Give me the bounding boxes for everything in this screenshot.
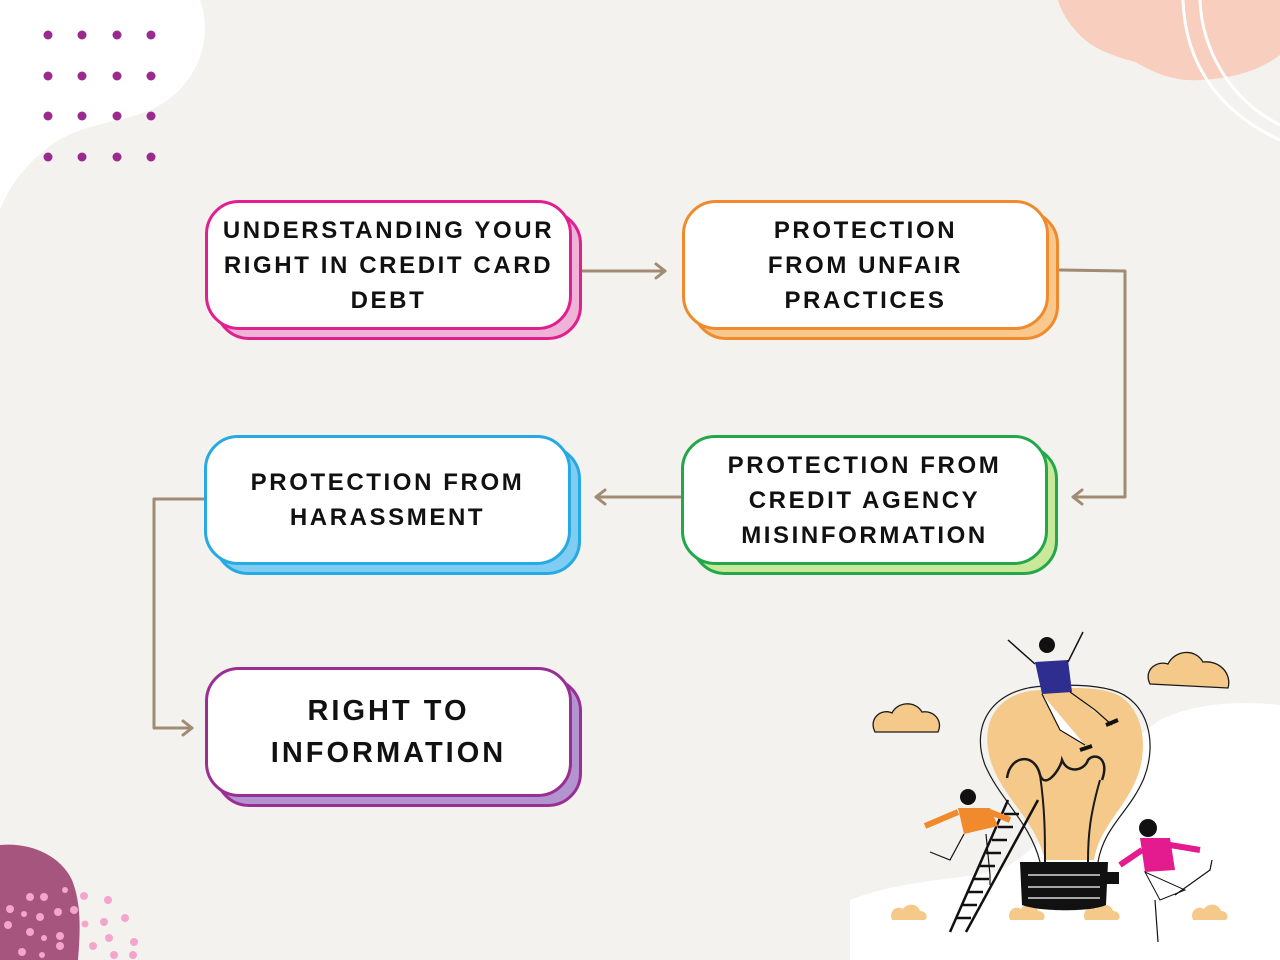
node-label: PROTECTION FROM UNFAIR PRACTICES xyxy=(767,216,964,314)
top-right-arc-2 xyxy=(1198,0,1280,127)
person-pink-shirt xyxy=(1105,819,1213,943)
person-blue-shirt xyxy=(1007,631,1119,752)
small-cloud-icon xyxy=(891,904,1228,920)
arrow-n3-to-n4 xyxy=(594,488,682,506)
node-label: RIGHT TO INFORMATION xyxy=(270,695,507,769)
node-right-to-information: RIGHT TO INFORMATION xyxy=(205,667,582,807)
node-face: PROTECTION FROM CREDIT AGENCY MISINFORMA… xyxy=(681,435,1048,565)
arrow-n4-to-n5 xyxy=(152,497,205,737)
node-understanding-rights: UNDERSTANDING YOUR RIGHT IN CREDIT CARD … xyxy=(205,200,582,340)
node-label: PROTECTION FROM CREDIT AGENCY MISINFORMA… xyxy=(727,451,1002,549)
node-label: PROTECTION FROM HARASSMENT xyxy=(250,469,525,531)
node-unfair-practices: PROTECTION FROM UNFAIR PRACTICES xyxy=(682,200,1059,340)
person-orange-shirt xyxy=(923,789,1012,885)
node-label: UNDERSTANDING YOUR RIGHT IN CREDIT CARD … xyxy=(222,216,555,314)
cloud-icon xyxy=(1147,651,1230,689)
cloud-icon xyxy=(872,703,941,733)
node-face: PROTECTION FROM HARASSMENT xyxy=(204,435,571,565)
top-left-white-blob xyxy=(0,0,206,210)
node-face: PROTECTION FROM UNFAIR PRACTICES xyxy=(682,200,1049,330)
node-harassment: PROTECTION FROM HARASSMENT xyxy=(204,435,581,575)
node-face: UNDERSTANDING YOUR RIGHT IN CREDIT CARD … xyxy=(205,200,572,330)
bottom-left-mauve-blob xyxy=(0,844,80,960)
lightbulb-icon xyxy=(979,684,1151,911)
pink-dots xyxy=(4,887,138,959)
dot-grid xyxy=(43,30,156,162)
top-right-arc-1 xyxy=(1181,0,1280,142)
node-face: RIGHT TO INFORMATION xyxy=(205,667,572,797)
arrow-n1-to-n2 xyxy=(581,262,667,280)
ladder-icon xyxy=(948,799,1040,933)
top-right-peach-blob xyxy=(1058,0,1280,81)
node-credit-agency-misinformation: PROTECTION FROM CREDIT AGENCY MISINFORMA… xyxy=(681,435,1058,575)
arrow-n2-to-n3 xyxy=(1058,268,1127,506)
